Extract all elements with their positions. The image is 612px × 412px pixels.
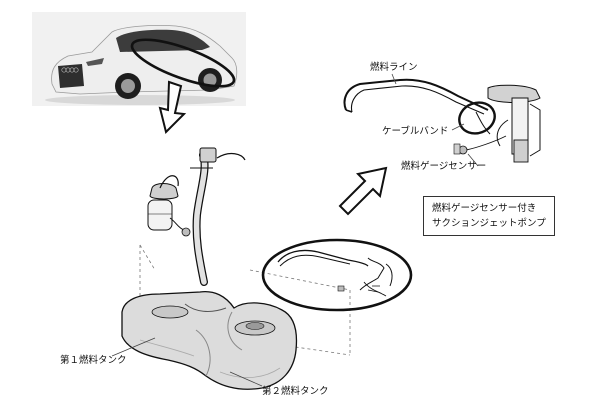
- sensor-pump-module: [453, 84, 541, 163]
- small-pump-module: [147, 175, 191, 237]
- pump-callout-box: 燃料ゲージセンサー付き サクションジェットポンプ: [423, 196, 555, 236]
- fuel-line-assembly: [343, 78, 491, 135]
- pump-callout-line1: 燃料ゲージセンサー付き: [432, 203, 537, 214]
- guide-lines: [139, 244, 351, 356]
- car-photo: [32, 12, 246, 106]
- cable-band-leader: [451, 123, 465, 131]
- cable-band-highlight-ellipse: [458, 101, 496, 135]
- car-highlight-ellipse: [130, 38, 236, 88]
- filler-neck: [190, 147, 246, 286]
- fuel-line-leader: [391, 73, 397, 85]
- fuel-line-detail: [277, 249, 393, 297]
- label-fuel-gauge-sensor: 燃料ゲージセンサー: [401, 161, 487, 172]
- tank2-leader-line: [229, 371, 263, 387]
- label-cable-band: ケーブルバンド: [382, 126, 449, 137]
- arrow-down-icon: [158, 80, 187, 134]
- label-tank1: 第１燃料タンク: [60, 355, 127, 366]
- label-fuel-line: 燃料ライン: [370, 62, 418, 73]
- fuel-tank: [121, 290, 298, 390]
- label-tank2: 第２燃料タンク: [262, 386, 329, 397]
- pump-callout-line2: サクションジェットポンプ: [432, 218, 546, 229]
- fuel-line-highlight-ellipse: [261, 238, 413, 312]
- tank1-leader-line: [111, 337, 156, 357]
- arrow-diagonal-icon: [338, 166, 388, 216]
- sensor-leader: [467, 153, 479, 167]
